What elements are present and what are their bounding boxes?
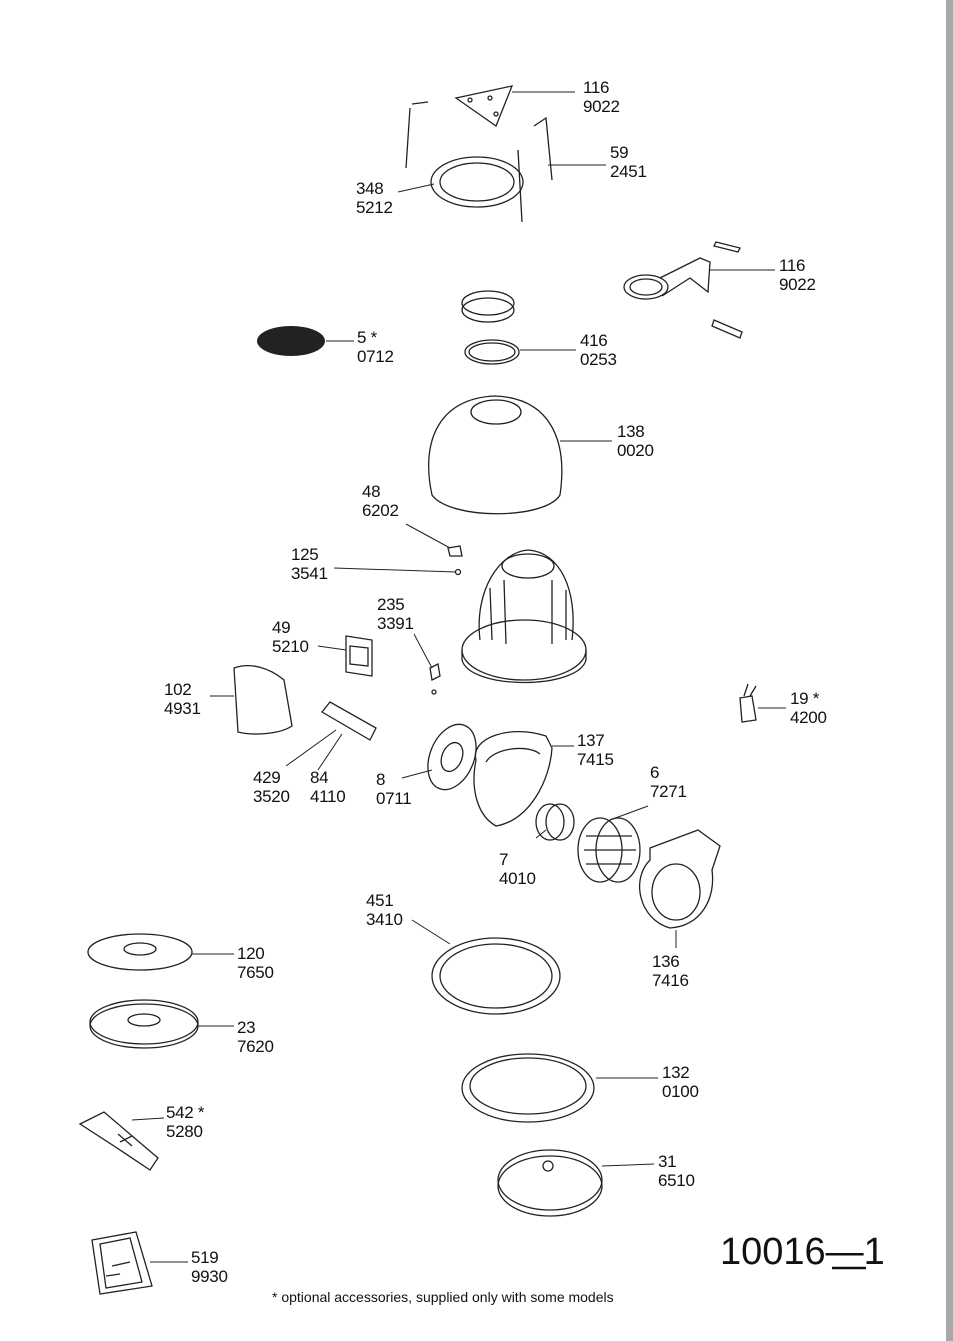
part-collar-oring	[461, 290, 576, 365]
part-box-519	[91, 1231, 188, 1295]
part-motor-housing	[461, 549, 587, 684]
footnote: * optional accessories, supplied only wi…	[272, 1289, 614, 1305]
part-triangle-bracket	[454, 85, 575, 128]
part-control-board	[317, 635, 373, 677]
part-capacitor	[739, 683, 786, 723]
part-ring-348	[397, 156, 524, 208]
part-switch-235	[413, 633, 441, 695]
part-carbon-filter	[257, 326, 354, 356]
page-edge-shadow	[946, 0, 953, 1341]
part-dome-cover	[428, 395, 612, 515]
callout-542: 542 *5280	[166, 1103, 205, 1141]
part-screws	[333, 523, 463, 576]
part-bracket-542	[78, 1111, 165, 1171]
part-disc-23	[89, 999, 234, 1049]
part-arm-bracket	[623, 241, 775, 339]
part-disc-120	[87, 933, 234, 971]
diagram-code: 10016—1	[720, 1231, 885, 1273]
part-rods	[405, 101, 606, 223]
part-ring-132	[461, 1053, 658, 1123]
part-volute-disc	[401, 723, 574, 827]
part-duct-429	[285, 701, 377, 771]
part-gasket-451	[411, 919, 561, 1015]
part-light-cover	[497, 1149, 655, 1217]
callout-5: 5 *0712	[357, 328, 394, 366]
part-motor	[535, 803, 575, 841]
callout-19: 19 *4200	[790, 689, 827, 727]
part-side-cover	[210, 665, 293, 735]
part-blower-housing	[638, 829, 721, 948]
part-impeller	[577, 805, 649, 883]
